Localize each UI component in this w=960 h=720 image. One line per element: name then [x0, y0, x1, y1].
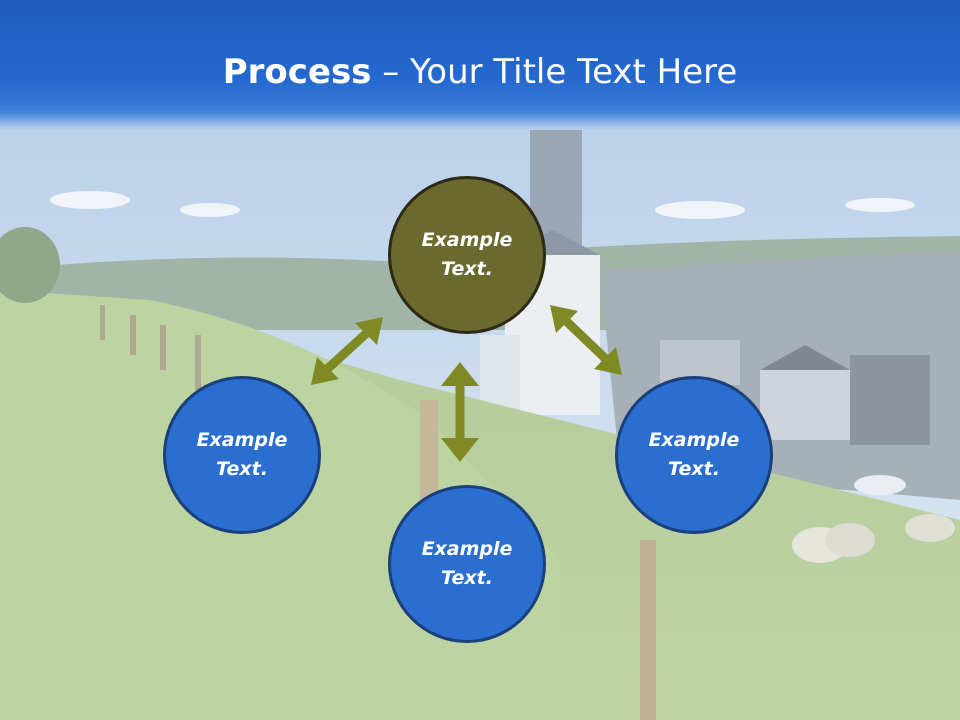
slide-title-bold: Process — [222, 52, 372, 92]
node-right: Example Text. — [615, 376, 773, 534]
node-left-text: Example Text. — [196, 429, 288, 480]
slide-title-rest: – Your Title Text Here — [371, 52, 738, 92]
header-band — [0, 0, 960, 130]
slide-title: Process – Your Title Text Here — [0, 52, 960, 92]
node-bottom: Example Text. — [388, 485, 546, 643]
node-right-text: Example Text. — [648, 429, 740, 480]
arrow-top-right — [550, 305, 622, 375]
arrow-top-left — [311, 317, 383, 385]
node-bottom-text: Example Text. — [421, 538, 513, 589]
node-top: Example Text. — [388, 176, 546, 334]
node-left: Example Text. — [163, 376, 321, 534]
node-top-text: Example Text. — [421, 229, 513, 280]
arrow-vertical — [441, 362, 479, 462]
